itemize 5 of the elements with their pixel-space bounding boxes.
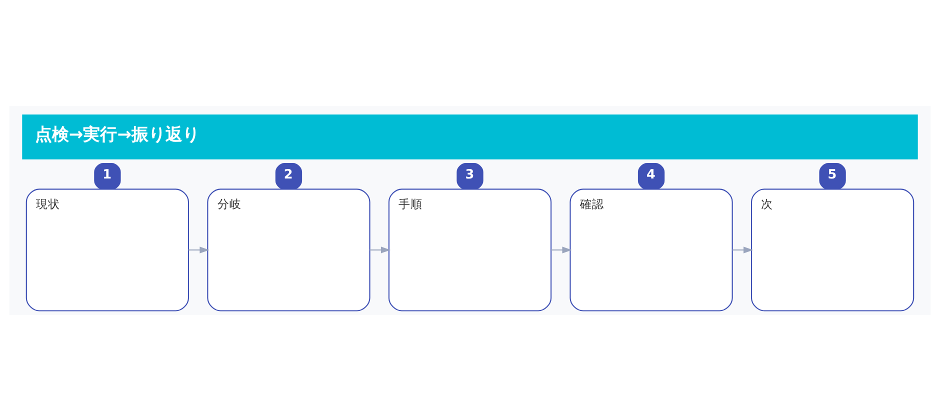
diagram-title: 点検→実行→振り返り [34,124,200,144]
arrow [551,246,572,253]
arrow [188,246,210,253]
arrow [370,246,391,253]
arrow [732,246,754,253]
